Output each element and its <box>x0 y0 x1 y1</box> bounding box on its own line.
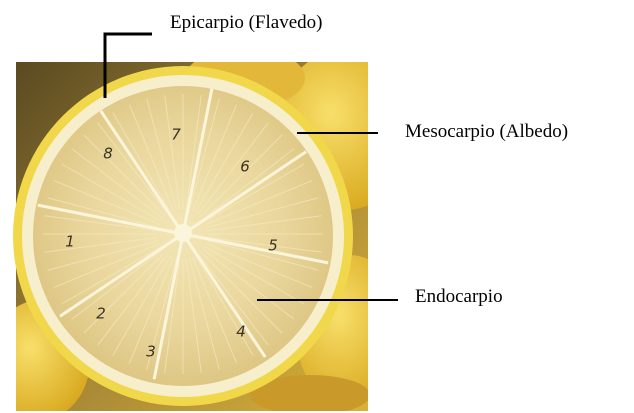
segment-number: 2 <box>96 305 106 323</box>
segment-number: 7 <box>171 126 181 144</box>
segment-number: 8 <box>103 145 113 163</box>
segment-number: 6 <box>240 158 250 176</box>
mesocarp-label: Mesocarpio (Albedo) <box>405 121 568 142</box>
segment-number: 1 <box>65 233 75 251</box>
segment-number: 4 <box>236 323 246 341</box>
epicarp-label: Epicarpio (Flavedo) <box>170 12 322 33</box>
endocarp-label: Endocarpio <box>415 286 503 307</box>
segment-number: 3 <box>146 343 156 361</box>
segment-number: 5 <box>268 237 278 255</box>
fruit-core <box>174 224 192 242</box>
